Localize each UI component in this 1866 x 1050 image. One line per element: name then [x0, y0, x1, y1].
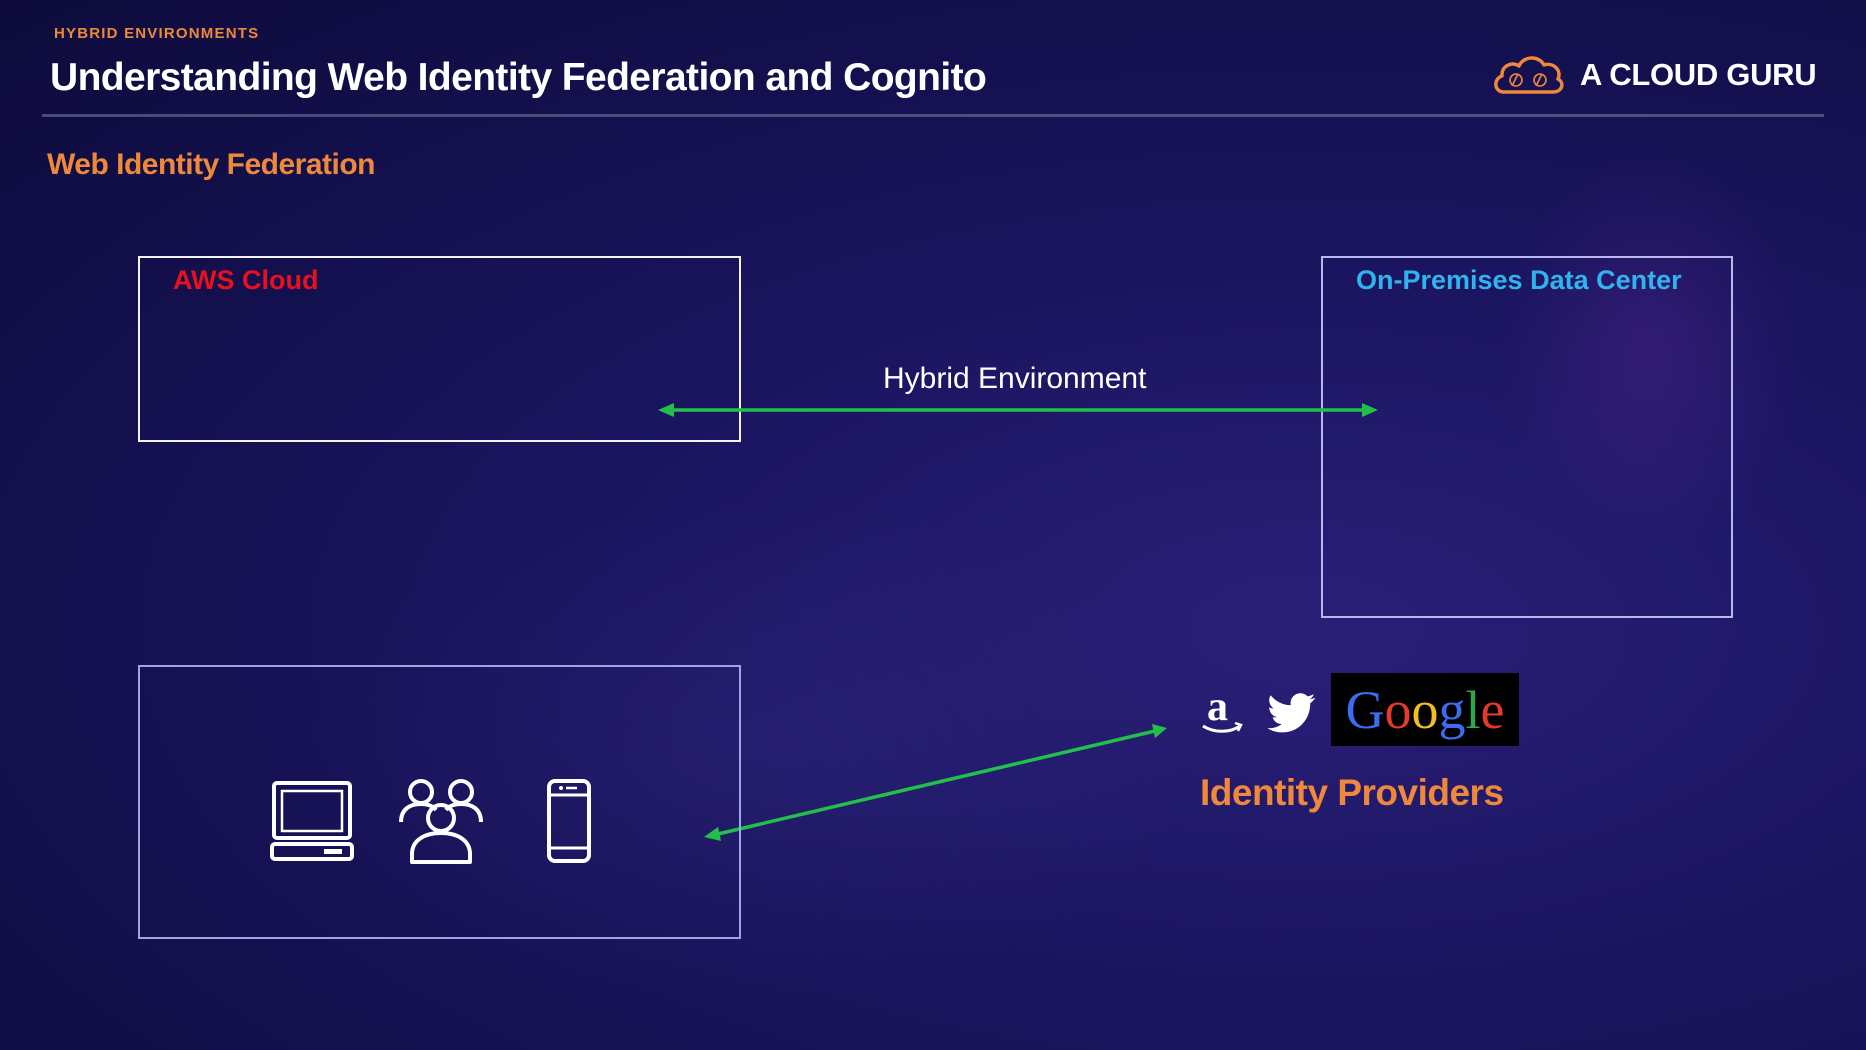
on-premises-label: On-Premises Data Center — [1356, 265, 1682, 295]
client-devices-box — [138, 665, 741, 939]
identity-provider-arrow — [704, 724, 1167, 841]
identity-providers-label: Identity Providers — [1200, 772, 1504, 813]
section-title: Web Identity Federation — [47, 148, 375, 181]
users-icon — [399, 779, 483, 864]
on-premises-box — [1321, 256, 1733, 618]
section-kicker: HYBRID ENVIRONMENTS — [54, 25, 260, 42]
aws-cloud-box — [138, 256, 741, 442]
amazon-logo-icon: a — [1202, 688, 1243, 733]
twitter-logo-icon — [1268, 693, 1316, 733]
header-divider — [42, 114, 1824, 117]
google-letter: o — [1411, 679, 1439, 740]
laptop-icon — [270, 781, 354, 861]
aws-cloud-label: AWS Cloud — [173, 265, 319, 295]
cloud-logo-icon — [1494, 56, 1564, 94]
mobile-phone-icon — [547, 779, 591, 863]
google-letter: l — [1465, 679, 1481, 740]
brand-name: A CLOUD GURU — [1580, 57, 1817, 92]
page-title: Understanding Web Identity Federation an… — [50, 56, 987, 99]
brand-logo: A CLOUD GURU — [1490, 52, 1817, 98]
google-letter: g — [1438, 679, 1466, 740]
google-letter: G — [1345, 679, 1385, 740]
svg-text:a: a — [1207, 688, 1228, 730]
hybrid-environment-arrow — [658, 403, 1378, 417]
google-logo: G o o g l e — [1331, 673, 1519, 746]
google-letter: o — [1384, 679, 1412, 740]
google-letter: e — [1480, 679, 1505, 740]
hybrid-environment-label: Hybrid Environment — [883, 362, 1147, 395]
